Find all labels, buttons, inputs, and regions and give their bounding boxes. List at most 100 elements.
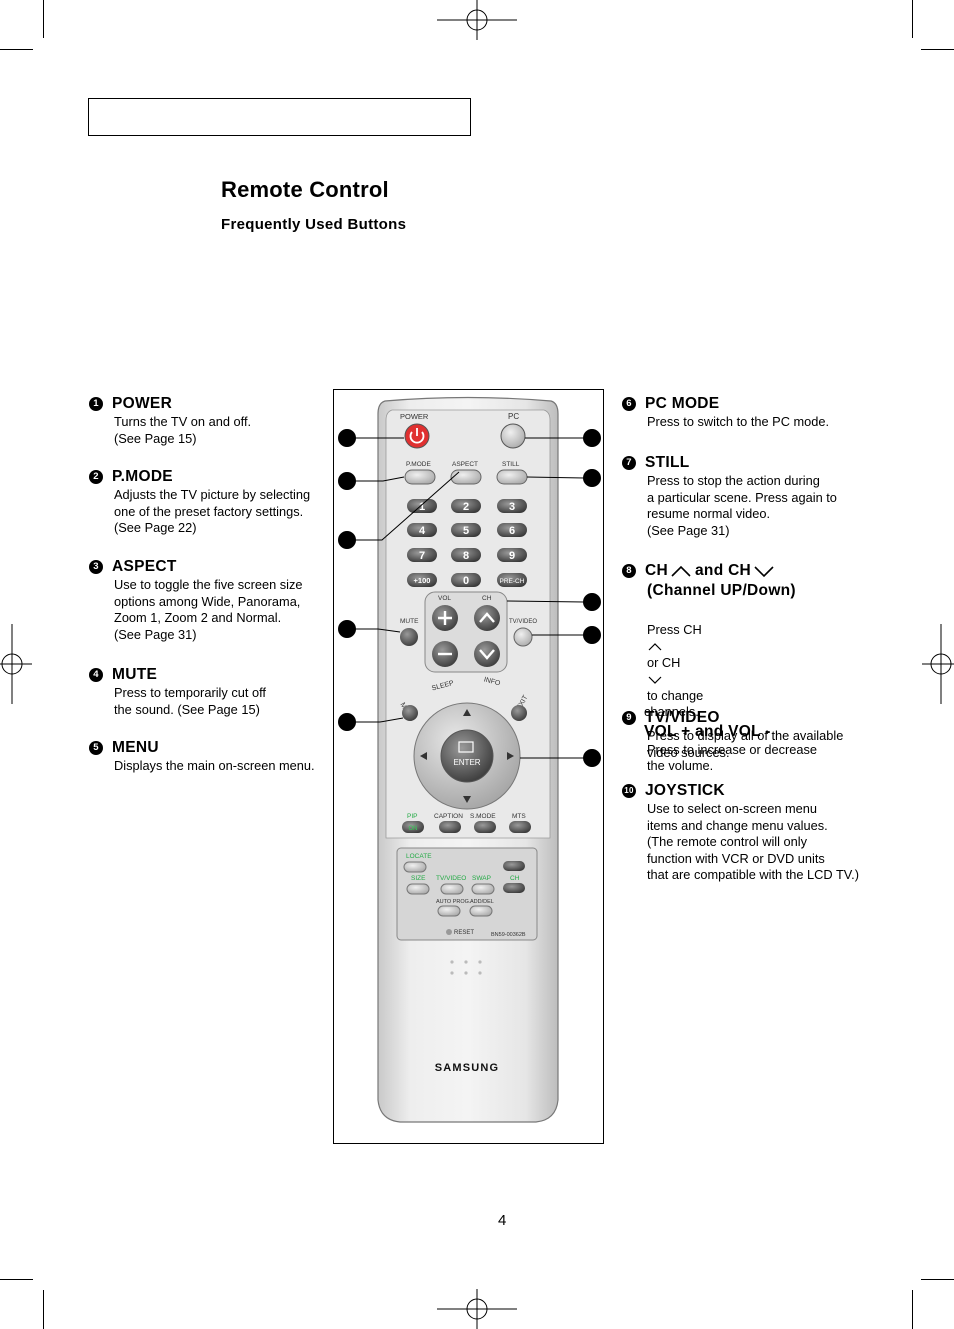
vol-label: VOL xyxy=(438,595,451,602)
reset-button[interactable] xyxy=(446,929,452,935)
digit-5-button[interactable] xyxy=(451,523,481,537)
size-label: SIZE xyxy=(411,875,426,882)
ch-up-button[interactable] xyxy=(474,605,500,631)
swap-button[interactable] xyxy=(471,883,495,895)
digit-0-button[interactable] xyxy=(451,573,481,587)
digit-1-button[interactable] xyxy=(407,499,437,513)
item-description: Press to temporarily cut off the sound. … xyxy=(114,685,266,717)
remote-illustration-frame xyxy=(333,389,604,1144)
item-mute: 4 MUTE Press to temporarily cut off the s… xyxy=(89,666,344,718)
number-badge: 5 xyxy=(89,741,103,755)
item-label-and-ch: and CH xyxy=(695,562,752,579)
svg-text:PRE-CH: PRE-CH xyxy=(500,578,525,585)
mts-label: MTS xyxy=(512,813,526,820)
still-button[interactable] xyxy=(496,469,528,485)
pre-ch-button[interactable] xyxy=(497,573,527,587)
number-badge: 4 xyxy=(89,668,103,682)
number-badge: 10 xyxy=(622,784,636,798)
item-aspect: 3 ASPECT Use to toggle the five screen si… xyxy=(89,558,344,643)
mts-button[interactable] xyxy=(509,821,531,833)
svg-text:ON: ON xyxy=(409,826,418,832)
item-description-vol: Press to increase or decrease the volume… xyxy=(647,741,817,774)
item-description: Adjusts the TV picture by selecting one … xyxy=(114,487,311,535)
digit-3-button[interactable] xyxy=(497,499,527,513)
svg-text:9: 9 xyxy=(509,550,515,562)
number-badge: 7 xyxy=(622,456,636,470)
chevron-up-icon xyxy=(648,643,662,651)
item-label: MUTE xyxy=(112,666,158,683)
header-box xyxy=(88,98,471,136)
svg-text:2: 2 xyxy=(463,501,469,513)
menu-button[interactable] xyxy=(402,705,418,721)
info-label: INFO xyxy=(483,676,501,687)
pc-label: PC xyxy=(508,412,519,421)
ch2-label: CH xyxy=(510,875,520,882)
mute-button[interactable] xyxy=(400,628,418,646)
number-badge: 1 xyxy=(89,397,103,411)
reset-label: RESET xyxy=(454,930,474,936)
chevron-down-icon xyxy=(754,566,774,578)
caption-button[interactable] xyxy=(439,821,461,833)
size-button[interactable] xyxy=(406,883,430,895)
adddel-button[interactable] xyxy=(469,905,493,917)
samsung-logo: SAMSUNG xyxy=(435,1062,500,1074)
ch-down-button[interactable] xyxy=(474,641,500,667)
item-label: PC MODE xyxy=(645,395,720,412)
autoprog-label: AUTO PROG. xyxy=(436,899,471,905)
item-description-ch: Press CH or CH to change xyxy=(647,621,704,703)
plus100-button[interactable] xyxy=(407,573,437,587)
pmode-button[interactable] xyxy=(404,469,436,485)
item-description: Use to toggle the five screen size optio… xyxy=(114,577,303,642)
lower-panel xyxy=(396,847,538,941)
smode-button[interactable] xyxy=(474,821,496,833)
digit-4-button[interactable] xyxy=(407,523,437,537)
digit-8-button[interactable] xyxy=(451,548,481,562)
digit-9-button[interactable] xyxy=(497,548,527,562)
aspect-button[interactable] xyxy=(450,469,482,485)
svg-text:0: 0 xyxy=(463,575,469,587)
pip-ch-down-button[interactable] xyxy=(503,883,525,893)
pip-tvvideo-button[interactable] xyxy=(440,883,464,895)
pip-on-button[interactable] xyxy=(402,821,424,833)
pip-ch-up-button[interactable] xyxy=(503,861,525,871)
locate-button[interactable] xyxy=(403,861,427,873)
number-badge: 9 xyxy=(622,711,636,725)
pip-label: PIP xyxy=(407,813,417,820)
svg-text:3: 3 xyxy=(509,501,515,513)
item-label: ASPECT xyxy=(112,558,177,575)
pc-button[interactable] xyxy=(500,423,526,449)
digit-6-button[interactable] xyxy=(497,523,527,537)
item-label: POWER xyxy=(112,395,173,412)
page-subtitle: Frequently Used Buttons xyxy=(221,216,407,233)
exit-button[interactable] xyxy=(511,705,527,721)
ch-label: CH xyxy=(482,595,492,602)
digit-2-button[interactable] xyxy=(451,499,481,513)
item-label: JOYSTICK xyxy=(645,782,725,799)
item-label-vol: VOL + and VOL - xyxy=(644,722,771,740)
svg-text:5: 5 xyxy=(463,525,469,537)
callouts xyxy=(338,429,601,767)
svg-text:6: 6 xyxy=(509,525,515,537)
svg-text:8: 8 xyxy=(463,550,469,562)
autoprog-button[interactable] xyxy=(437,905,461,917)
chevron-up-icon xyxy=(671,565,691,577)
still-label: STILL xyxy=(502,461,520,468)
enter-label: ENTER xyxy=(453,758,480,767)
item-label: MENU xyxy=(112,739,159,756)
svg-text:+100: +100 xyxy=(414,576,431,585)
item-label: TV/VIDEO xyxy=(645,709,720,726)
enter-button[interactable] xyxy=(440,729,494,783)
page-number: 4 xyxy=(498,1212,507,1229)
number-badge: 8 xyxy=(622,564,636,578)
tvvideo-button[interactable] xyxy=(513,627,533,647)
number-badge: 3 xyxy=(89,560,103,574)
svg-text:4: 4 xyxy=(419,525,426,537)
digit-7-button[interactable] xyxy=(407,548,437,562)
